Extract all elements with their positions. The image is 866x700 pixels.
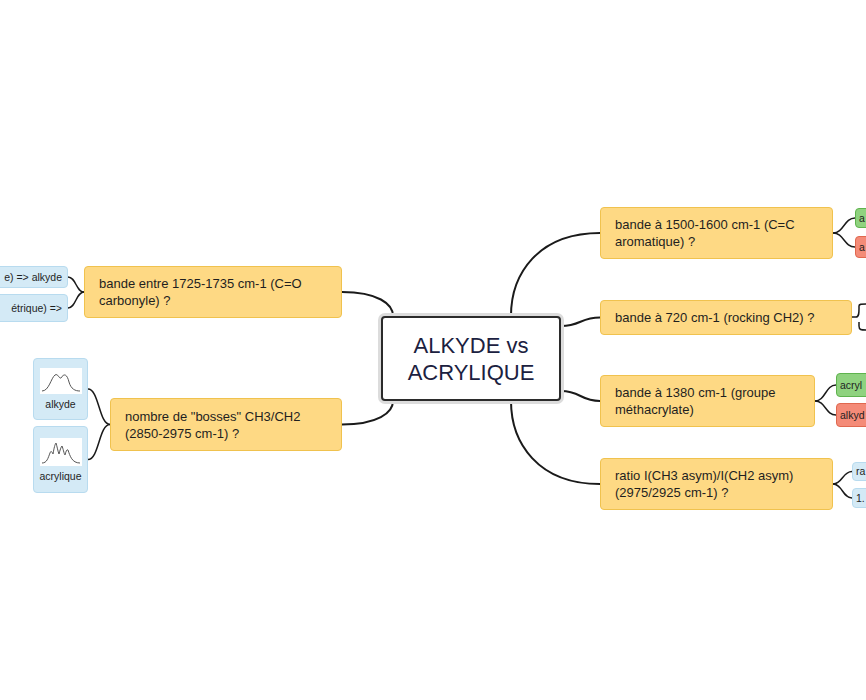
node-text: a (859, 241, 865, 254)
node-text: e) => alkyde (4, 271, 62, 284)
spectrum-box: alkyde (33, 358, 88, 420)
node-text: bande à 720 cm-1 (rocking CH2) ? (615, 309, 837, 326)
question-box: bande à 1500-1600 cm-1 (C=C aromatique) … (600, 207, 833, 259)
connector (511, 401, 600, 484)
connector (68, 292, 84, 308)
question-box: ratio I(CH3 asym)/I(CH2 asym) (2975/2925… (600, 458, 833, 510)
node-text: acrylique (39, 470, 81, 483)
question-box: bande entre 1725-1735 cm-1 (C=O carbonyl… (84, 266, 342, 318)
spectrum-thumbnail (40, 438, 82, 466)
node-text: alkyd (840, 409, 865, 422)
question-box: bande à 720 cm-1 (rocking CH2) ? (600, 300, 852, 335)
bracket-line (852, 304, 866, 317)
bracket-line (859, 322, 866, 330)
connector (815, 401, 836, 415)
node-text: étrique) => (11, 302, 62, 315)
answer-box: étrique) => (0, 294, 68, 322)
connector (833, 472, 852, 485)
topic-title: ALKYDE vs ACRYLIQUE (395, 332, 547, 386)
answer-box: alkyd (836, 403, 866, 427)
spectrum-box: acrylique (33, 426, 88, 493)
node-text: bande à 1500-1600 cm-1 (C=C aromatique) … (615, 216, 818, 250)
connector (511, 233, 600, 316)
connector (561, 391, 600, 401)
connector (68, 277, 84, 292)
connector (342, 401, 393, 425)
node-text: ra (856, 465, 865, 478)
answer-box: e) => alkyde (0, 266, 68, 288)
connector (815, 385, 836, 401)
answer-box: 1. (852, 488, 866, 508)
question-box: nombre de "bosses" CH3/CH2 (2850-2975 cm… (110, 398, 342, 451)
connector (833, 218, 855, 233)
spectrum-thumbnail (40, 368, 82, 394)
question-box: bande à 1380 cm-1 (groupe méthacrylate) (600, 375, 815, 427)
answer-box: a (855, 236, 866, 258)
node-text: a (859, 212, 865, 225)
connector (561, 318, 600, 327)
central-topic: ALKYDE vs ACRYLIQUE (381, 316, 561, 401)
connector (342, 292, 393, 316)
node-text: 1. (856, 492, 865, 505)
connector (88, 425, 110, 460)
node-text: bande entre 1725-1735 cm-1 (C=O carbonyl… (99, 275, 327, 309)
connector (833, 484, 852, 498)
node-text: acryl (840, 379, 862, 392)
node-text: ratio I(CH3 asym)/I(CH2 asym) (2975/2925… (615, 467, 818, 501)
node-text: alkyde (45, 398, 75, 411)
connector (88, 389, 110, 425)
connector (833, 233, 855, 247)
node-text: nombre de "bosses" CH3/CH2 (2850-2975 cm… (125, 408, 327, 442)
answer-box: acryl (836, 373, 866, 397)
node-text: bande à 1380 cm-1 (groupe méthacrylate) (615, 384, 800, 418)
answer-box: a (855, 208, 866, 228)
answer-box: ra (852, 462, 866, 481)
